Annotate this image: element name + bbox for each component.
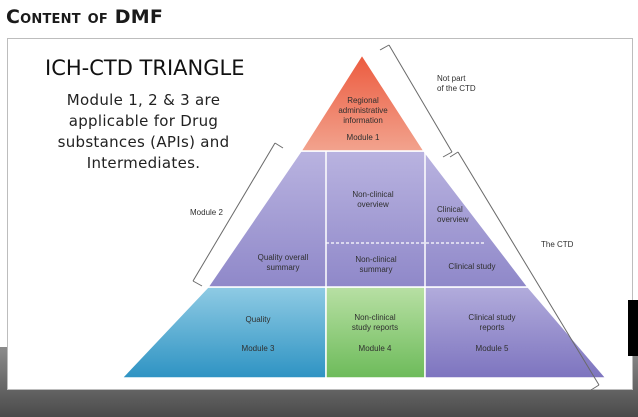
quality-section <box>120 286 327 379</box>
module2-bracket-label: Module 2 <box>190 208 223 217</box>
quality-summary-line2: summary <box>267 263 300 272</box>
right-edge-tab <box>628 300 638 356</box>
applicability-note: Module 1, 2 & 3 are applicable for Drug … <box>57 91 230 172</box>
nonclinical-overview-line2: overview <box>357 200 389 209</box>
module1-label-line2: administrative <box>338 106 388 115</box>
not-part-label-line2: of the CTD <box>437 84 476 93</box>
slide-title-rest: ontent of <box>20 6 108 28</box>
ctd-bracket-label: The CTD <box>541 240 574 249</box>
module1-section <box>299 53 426 152</box>
clinical-study-label: Clinical study <box>448 262 495 271</box>
slide-title: Content of DMF <box>6 6 163 28</box>
nonclinical-summary-line1: Non-clinical <box>355 255 397 264</box>
bracket-not-part-of-ctd <box>379 44 453 158</box>
nonclinical-reports-module-number: Module 4 <box>359 344 392 353</box>
quality-module-number: Module 3 <box>242 344 275 353</box>
nonclinical-reports-section <box>325 286 426 379</box>
nonclinical-overview-line1: Non-clinical <box>352 190 394 199</box>
ich-ctd-heading: ICH-CTD TRIANGLE <box>45 56 245 80</box>
quality-summary-line1: Quality overall <box>258 253 309 262</box>
slide-title-first-letter: C <box>6 6 21 28</box>
slide-title-end: DMF <box>114 6 164 28</box>
clinical-reports-line1: Clinical study <box>468 313 515 322</box>
clinical-reports-module-number: Module 5 <box>476 344 509 353</box>
clinical-overview-line2: overview <box>437 215 469 224</box>
module1-number: Module 1 <box>347 133 380 142</box>
clinical-overview-line1: Clinical <box>437 205 463 214</box>
quality-label: Quality <box>246 315 271 324</box>
module1-label-line3: information <box>343 116 383 125</box>
nonclinical-summary-line2: summary <box>360 265 393 274</box>
nonclinical-reports-line2: study reports <box>352 323 398 332</box>
nonclinical-reports-line1: Non-clinical <box>354 313 396 322</box>
bracket-module2 <box>192 142 284 287</box>
clinical-reports-section <box>424 286 608 379</box>
module1-label-line1: Regional <box>347 96 379 105</box>
not-part-label-line1: Not part <box>437 74 466 83</box>
clinical-reports-line2: reports <box>480 323 505 332</box>
bracket-the-ctd <box>449 151 600 391</box>
